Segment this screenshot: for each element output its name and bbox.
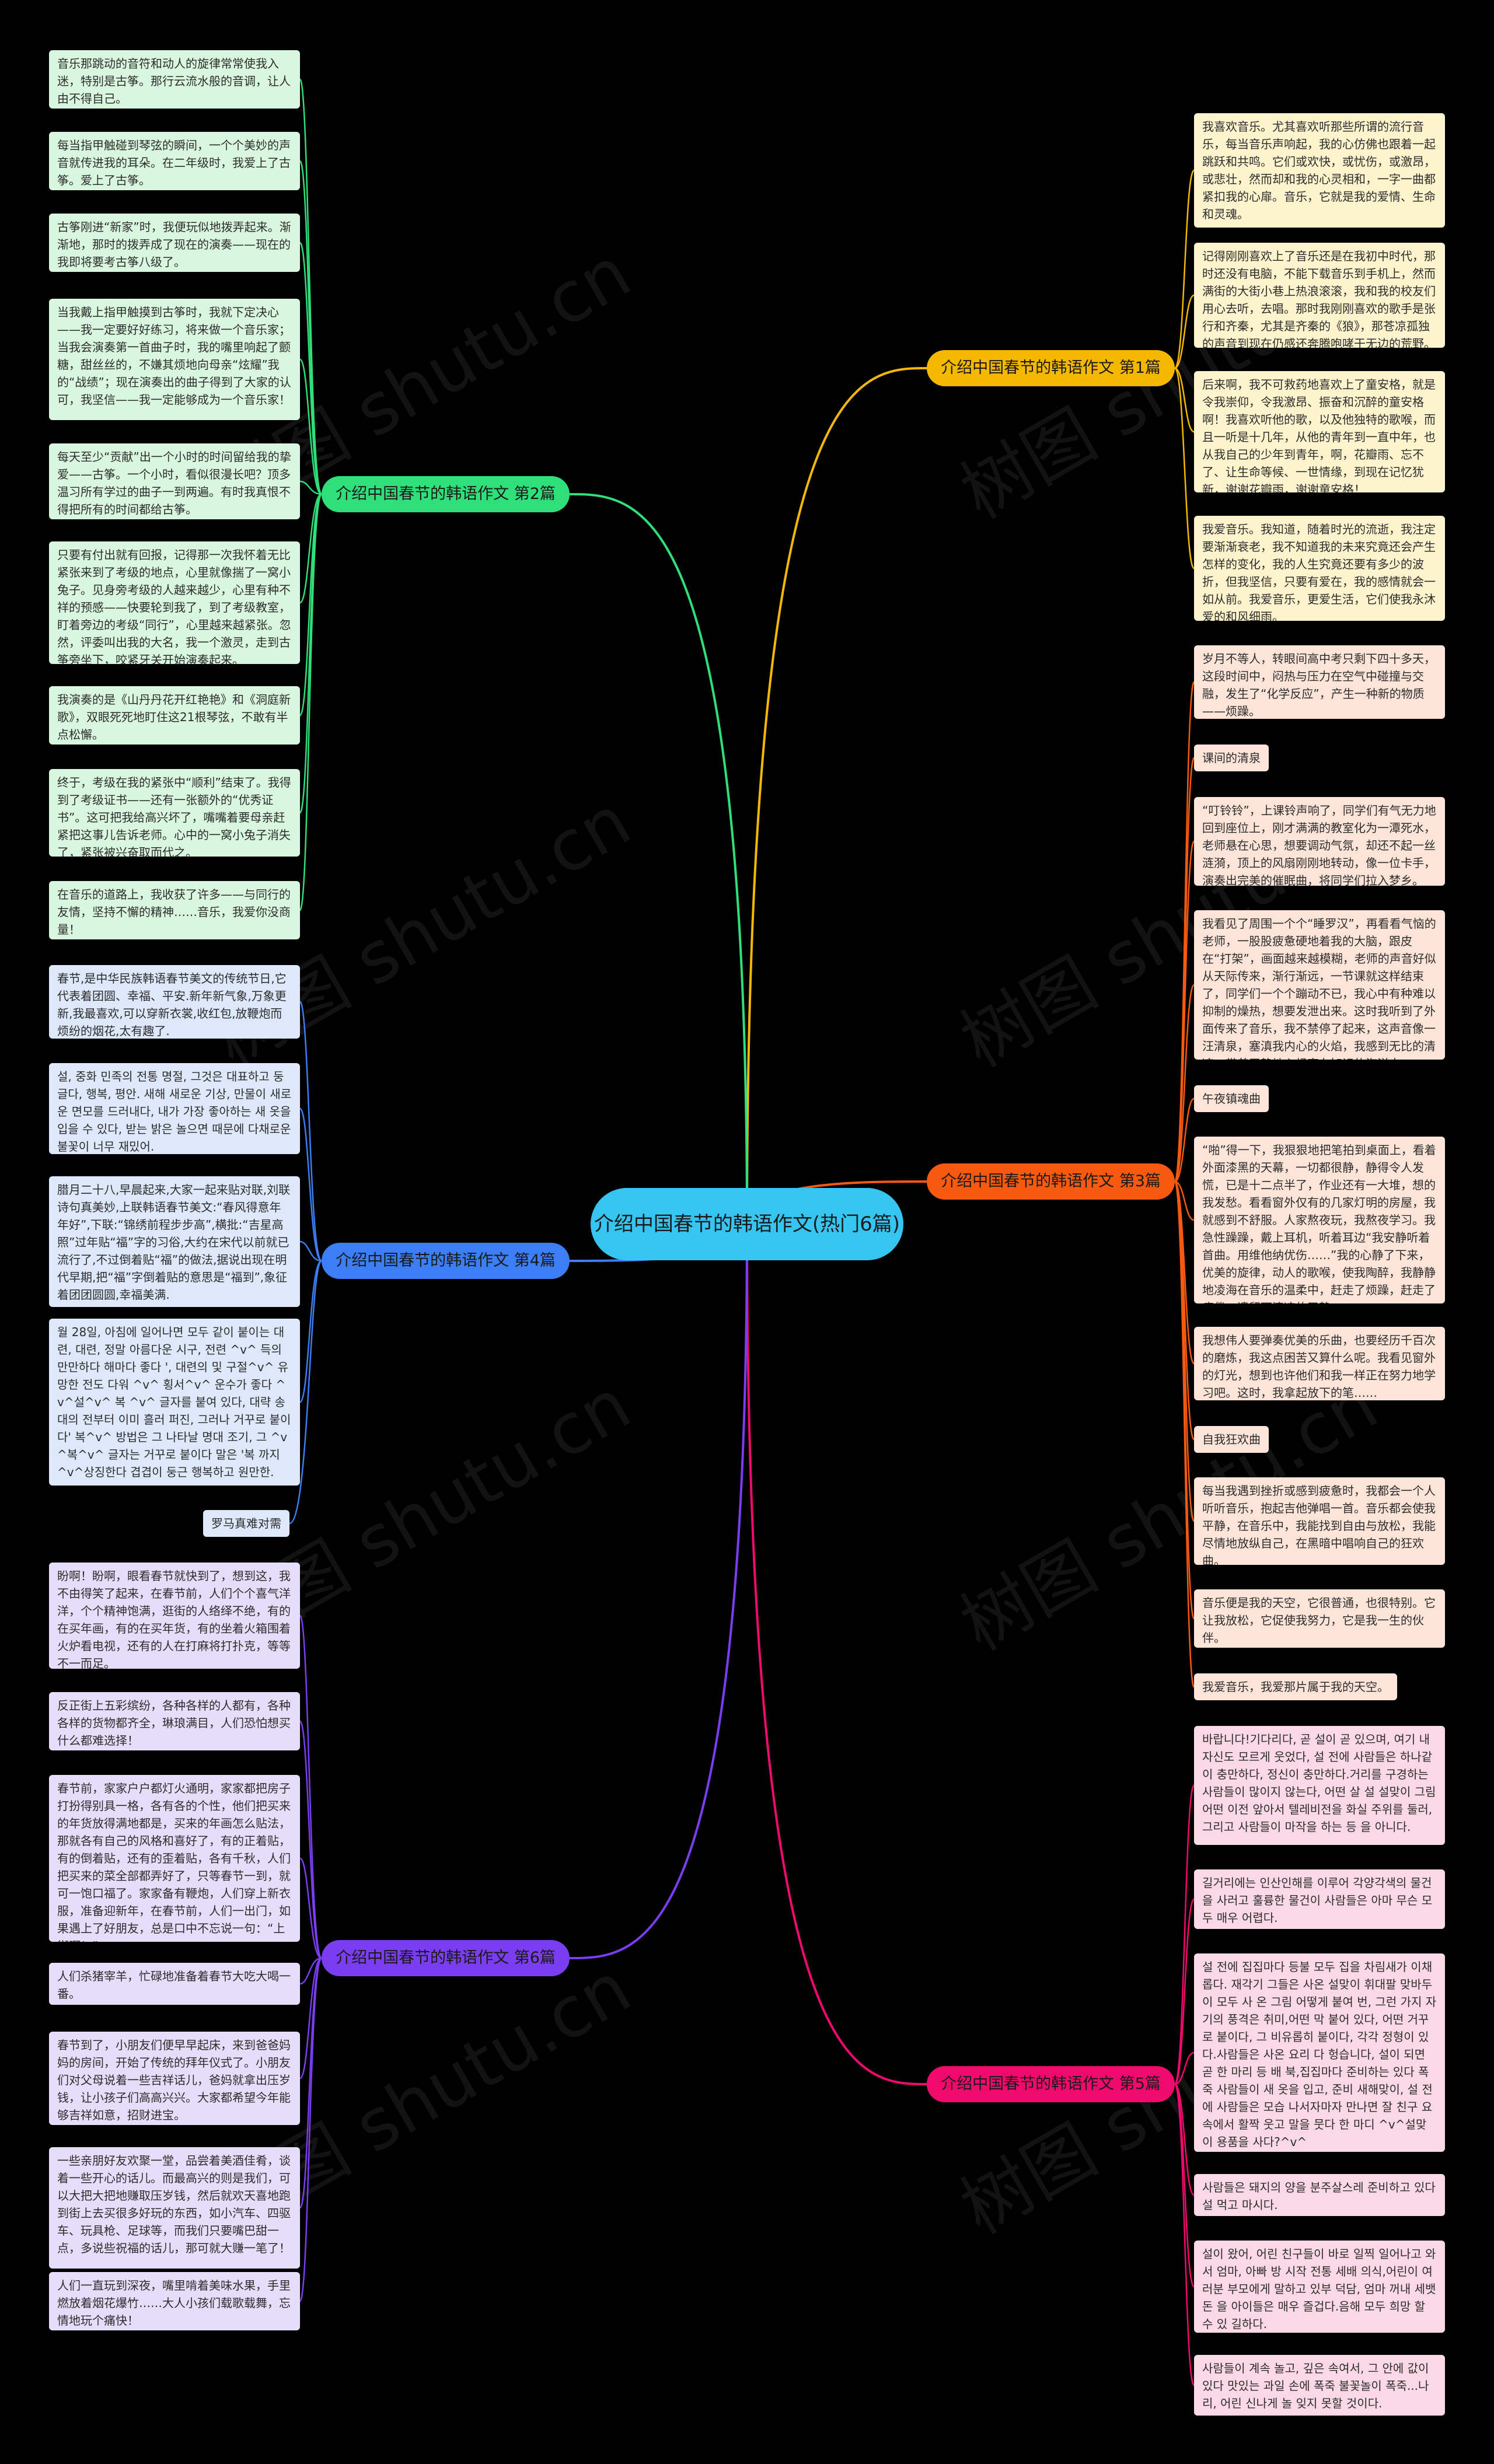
leaf-note[interactable]: 我看见了周围一个个“睡罗汉”，再看看气恼的老师，一股股疲惫硬地着我的大脑，跟皮在…: [1194, 910, 1445, 1060]
connector-line: [1174, 2083, 1195, 2288]
connector-line: [1174, 2083, 1195, 2196]
connector-line: [299, 1107, 322, 1262]
leaf-note[interactable]: 岁月不等人，转眼间高中考只剩下四十多天，这段时间中，闷热与压力在空气中碰撞与交融…: [1194, 645, 1445, 719]
connector-line: [1174, 840, 1195, 1183]
leaf-note[interactable]: 每天至少“贡献”出一个小时的时间留给我的挚爱——古筝。一个小时，看似很漫长吧？顶…: [49, 443, 300, 519]
leaf-note[interactable]: 설이 왔어, 어린 친구들이 바로 일찍 일어나고 와서 엄마, 아빠 방 시작…: [1194, 2241, 1445, 2333]
leaf-note[interactable]: 后来啊，我不可救药地喜欢上了童安格，就是令我崇仰，令我激昂、振奋和沉醉的童安格啊…: [1194, 371, 1445, 492]
branch-topic-6[interactable]: 介绍中国春节的韩语作文 第6篇: [322, 1940, 570, 1976]
leaf-note[interactable]: 사람들이 계속 놀고, 깊은 속여서, 그 안에 값이 있다 맛있는 과일 손에…: [1194, 2355, 1445, 2416]
leaf-note[interactable]: 월 28일, 아침에 일어나면 모두 같이 붙이는 대련, 대련, 정말 아름다…: [49, 1319, 300, 1486]
leaf-note[interactable]: 我爱音乐，我爱那片属于我的天空。: [1194, 1673, 1397, 1700]
connector-line: [299, 358, 322, 495]
leaf-note[interactable]: 바랍니다!기다리다, 곧 설이 곧 있으며, 여기 내 자신도 모르게 웃었다,…: [1194, 1726, 1445, 1845]
leaf-note[interactable]: 记得刚刚喜欢上了音乐还是在我初中时代，那时还没有电脑，不能下载音乐到手机上，然而…: [1194, 243, 1445, 348]
connector-line: [569, 1224, 748, 1959]
connector-line: [299, 493, 322, 604]
leaf-note[interactable]: “叮铃铃”，上课铃声响了，同学们有气无力地回到座位上，刚才满满的教室化为一潭死水…: [1194, 797, 1445, 886]
connector-line: [746, 367, 927, 1225]
connector-line: [299, 1240, 322, 1262]
branch-topic-4[interactable]: 介绍中国春节的韩语作文 第4篇: [322, 1243, 570, 1279]
connector-line: [299, 1614, 323, 1959]
leaf-note[interactable]: 古筝刚进“新家”时，我便玩似地拨弄起来。渐渐地，那时的拨弄成了现在的演奏——现在…: [49, 214, 300, 272]
connector-line: [1174, 984, 1195, 1183]
leaf-note[interactable]: 人们一直玩到深夜，嘴里啃着美味水果，手里燃放着烟花爆竹……大人小孩们载歌载舞，忘…: [49, 2272, 300, 2330]
connector-line: [1174, 367, 1195, 433]
branch-topic-2[interactable]: 介绍中国春节的韩语作文 第2篇: [322, 476, 570, 512]
leaf-note[interactable]: 在音乐的道路上，我收获了许多——与同行的友情，坚持不懈的精神……音乐，我爱你没商…: [49, 881, 300, 939]
leaf-note[interactable]: 설 전에 집집마다 등불 모두 집을 차림새가 이채롭다. 재각기 그들은 사온…: [1194, 1953, 1445, 2152]
leaf-note[interactable]: 音乐便是我的天空，它很普通，也很特别。它让我放松，它促使我努力，它是我一生的伙伴…: [1194, 1589, 1445, 1648]
connector-line: [1174, 681, 1195, 1183]
connector-line: [1174, 2083, 1195, 2386]
leaf-note[interactable]: 我爱音乐。我知道，随着时光的流逝，我注定要渐渐衰老，我不知道我的未来究竟还会产生…: [1194, 516, 1445, 621]
leaf-note[interactable]: 人们杀猪宰羊，忙碌地准备着春节大吃大喝一番。: [49, 1963, 300, 2005]
connector-line: [299, 1720, 323, 1959]
connector-line: [1174, 169, 1195, 369]
leaf-note[interactable]: 설, 중화 민족의 전통 명절, 그것은 대표하고 둥글다, 행복, 평안. 새…: [49, 1063, 300, 1154]
leaf-note[interactable]: 自我狂欢曲: [1194, 1426, 1269, 1453]
leaf-note[interactable]: 只要有付出就有回报，记得那一次我怀着无比紧张来到了考级的地点，心里就像揣了一窝小…: [49, 541, 300, 664]
connector-line: [289, 1260, 323, 1525]
connector-line: [746, 1224, 927, 2085]
connector-line: [299, 480, 322, 495]
leaf-note[interactable]: 每当我遇到挫折或感到疲惫时，我都会一个人听听音乐，抱起吉他弹唱一首。音乐都会使我…: [1194, 1477, 1445, 1565]
leaf-note[interactable]: 盼啊！盼啊，眼看春节就快到了，想到这，我不由得笑了起来，在春节前，人们个个喜气洋…: [49, 1563, 300, 1669]
leaf-note[interactable]: 春节,是中华民族韩语春节美文的传统节日,它代表着团圆、幸福、平安.新年新气象,万…: [49, 965, 300, 1039]
branch-topic-1[interactable]: 介绍中国春节的韩语作文 第1篇: [927, 350, 1175, 386]
leaf-note[interactable]: 终于，考级在我的紧张中“顺利”结束了。我得到了考级证书——还有一张额外的“优秀证…: [49, 769, 300, 857]
connector-line: [1174, 2051, 1195, 2085]
leaf-note[interactable]: 길거리에는 인산인해를 이루어 각양각색의 물건을 사러고 훌륭한 물건이 사람…: [1194, 1869, 1445, 1929]
connector-line: [299, 1260, 322, 1403]
connector-line: [299, 1857, 322, 1959]
leaf-note[interactable]: 一些亲朋好友欢聚一堂，品尝着美酒佳肴，谈着一些开心的话儿。而最高兴的则是我们，可…: [49, 2147, 300, 2269]
leaf-note[interactable]: 腊月二十八,早晨起来,大家一起来贴对联,刘联诗句真美妙,上联韩语春节美文:“春风…: [49, 1176, 300, 1307]
leaf-note[interactable]: 我想伟人要弹奏优美的乐曲，也要经历千百次的磨炼，我这点困苦又算什么呢。我看见窗外…: [1194, 1327, 1445, 1400]
connector-line: [1174, 1180, 1195, 1522]
connector-line: [299, 1957, 322, 2079]
leaf-note[interactable]: 我喜欢音乐。尤其喜欢听那些所谓的流行音乐，每当音乐声响起，我的心仿佛也跟着一起跳…: [1194, 113, 1445, 228]
connector-line: [1174, 757, 1195, 1183]
connector-line: [569, 493, 748, 1225]
leaf-note[interactable]: 사람들은 돼지의 양을 분주살스레 준비하고 있다 설 먹고 마시다.: [1194, 2174, 1445, 2216]
leaf-note[interactable]: 当我戴上指甲触摸到古筝时，我就下定决心——我一定要好好练习，将来做一个音乐家；当…: [49, 299, 300, 420]
leaf-note[interactable]: 春节到了，小朋友们便早早起床，来到爸爸妈妈的房间，开始了传统的拜年仪式了。小朋友…: [49, 2032, 300, 2125]
leaf-note[interactable]: 反正街上五彩缤纷，各种各样的人都有，各种各样的货物都齐全，琳琅满目，人们恐怕想买…: [49, 1692, 300, 1750]
connector-line: [299, 1957, 323, 2302]
connector-line: [299, 242, 323, 495]
leaf-note[interactable]: 每当指甲触碰到琴弦的瞬间，一个个美妙的声音就传进我的耳朵。在二年级时，我爱上了古…: [49, 132, 300, 190]
leaf-note[interactable]: 我演奏的是《山丹丹花开红艳艳》和《洞庭新歌》，双眼死死地盯住这21根琴弦，不敢有…: [49, 686, 300, 745]
branch-topic-5[interactable]: 介绍中国春节的韩语作文 第5篇: [927, 2066, 1175, 2102]
connector-line: [299, 1957, 322, 1985]
leaf-note[interactable]: 午夜镇魂曲: [1194, 1085, 1269, 1112]
leaf-note[interactable]: 音乐那跳动的音符和动人的旋律常常使我入迷，特别是古筝。那行云流水般的音调，让人由…: [49, 50, 300, 109]
leaf-note[interactable]: “啪”得一下，我狠狠地把笔拍到桌面上，看着外面漆黑的天幕，一切都很静，静得令人发…: [1194, 1137, 1445, 1303]
connector-line: [1174, 1180, 1195, 1688]
branch-topic-3[interactable]: 介绍中国春节的韩语作文 第3篇: [927, 1163, 1175, 1200]
central-topic[interactable]: 介绍中国春节的韩语作文(热门6篇): [591, 1188, 903, 1260]
connector-line: [1174, 367, 1195, 569]
connector-line: [1174, 1180, 1195, 1221]
connector-line: [1174, 1784, 1195, 2085]
connector-line: [1174, 1098, 1195, 1183]
leaf-note[interactable]: 春节前，家家户户都灯火通明，家家都把房子打扮得别具一格，各有各的个性，他们把买来…: [49, 1775, 300, 1942]
connector-line: [1174, 1898, 1195, 2085]
connector-line: [299, 493, 323, 911]
leaf-note[interactable]: 课间的清泉: [1194, 745, 1269, 771]
leaf-note[interactable]: 罗马真难对需: [203, 1510, 289, 1537]
connector-line: [299, 1001, 323, 1262]
connector-line: [1174, 294, 1195, 369]
